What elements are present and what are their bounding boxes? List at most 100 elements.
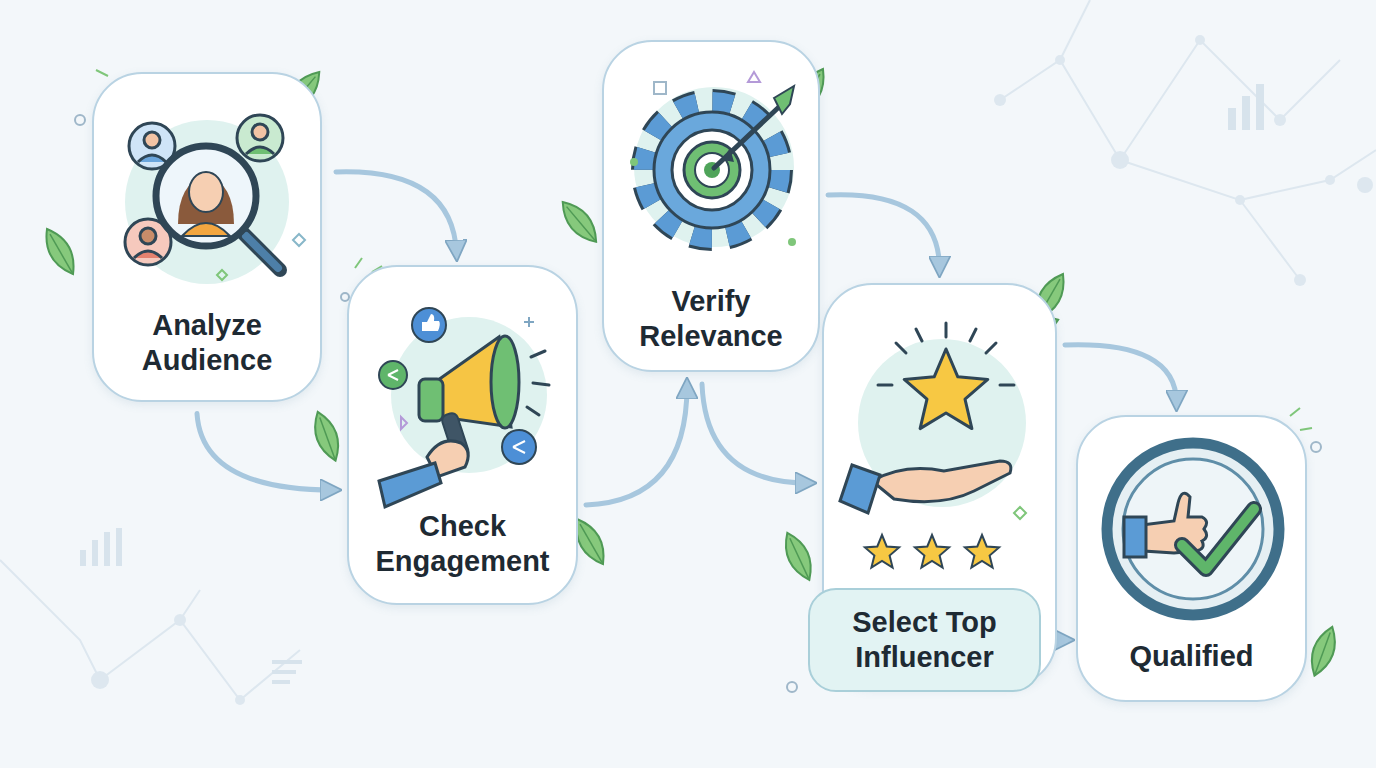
flow-arrow xyxy=(336,172,457,253)
decor-line xyxy=(714,106,780,168)
step-icon xyxy=(1078,417,1309,647)
step-label: Check Engagement xyxy=(359,509,566,579)
decor-circle xyxy=(1325,175,1335,185)
decor-path xyxy=(722,148,734,162)
decor-rect xyxy=(80,550,86,566)
step-icon xyxy=(824,285,1059,605)
decor-circle xyxy=(787,682,797,692)
decor-path xyxy=(748,72,760,82)
flow-arrow xyxy=(586,386,687,505)
flow-arrow xyxy=(1065,345,1177,403)
decor-circle xyxy=(994,94,1006,106)
flow-arrow xyxy=(702,384,808,483)
decor-line xyxy=(878,384,892,387)
decor-line xyxy=(388,370,398,375)
decor-circle xyxy=(75,115,85,125)
decor-polyline xyxy=(1182,509,1254,569)
decor-rect xyxy=(272,680,290,684)
decor-circle xyxy=(630,158,638,166)
decor-line xyxy=(945,323,948,337)
decor-path xyxy=(1305,623,1342,679)
decor-polygon xyxy=(965,535,999,568)
decor-g xyxy=(308,408,345,464)
decor-polygon xyxy=(865,535,899,568)
decor-circle xyxy=(788,238,796,246)
decor-g xyxy=(513,441,525,453)
decor-circle xyxy=(1123,459,1263,599)
step-label: Analyze Audience xyxy=(104,308,310,378)
decor-circle xyxy=(174,614,186,626)
decor-rect xyxy=(272,670,296,674)
decor-rect xyxy=(1124,517,1146,557)
decor-rect xyxy=(419,379,443,421)
decor-rect xyxy=(272,660,302,664)
decor-rect xyxy=(1228,108,1236,130)
decor-line xyxy=(1000,384,1014,387)
decor-circle xyxy=(1195,35,1205,45)
decor-circle xyxy=(140,228,156,244)
decor-circle xyxy=(235,695,245,705)
decor-circle xyxy=(237,115,283,161)
flow-arrow xyxy=(828,195,940,269)
decor-circle xyxy=(144,132,160,148)
decor-line xyxy=(246,236,278,268)
decor-polyline xyxy=(1182,509,1254,569)
step-box: Qualified xyxy=(1076,415,1307,702)
decor-path xyxy=(401,417,407,429)
decor-path xyxy=(1290,408,1312,430)
decor-path xyxy=(790,538,809,578)
decor-circle xyxy=(1274,114,1286,126)
decor-circle xyxy=(502,430,536,464)
decor-circle xyxy=(1311,442,1321,452)
decor-path xyxy=(379,463,441,507)
network-lines xyxy=(0,0,1376,700)
decor-polyline xyxy=(1240,150,1376,200)
decor-circle xyxy=(1107,443,1279,615)
decor-line xyxy=(513,441,525,447)
decor-g xyxy=(1305,623,1342,679)
decor-rect xyxy=(104,532,110,566)
decor-circle xyxy=(91,671,109,689)
step-box: Analyze Audience xyxy=(92,72,322,402)
decor-line xyxy=(986,343,996,353)
decor-path xyxy=(1014,507,1026,519)
decor-path xyxy=(217,270,227,280)
decor-path xyxy=(50,234,72,272)
decor-path xyxy=(580,524,602,562)
decor-g xyxy=(388,370,398,380)
decor-path xyxy=(567,207,595,241)
decor-rect xyxy=(92,540,98,566)
decor-g xyxy=(527,351,549,415)
decor-path xyxy=(872,461,1011,502)
step-label: Verify Relevance xyxy=(614,284,808,354)
decor-rect xyxy=(116,528,122,566)
decor-circle xyxy=(634,87,794,247)
card-box: Select Top Influencer xyxy=(822,283,1057,688)
decor-polygon xyxy=(904,349,988,429)
decor-path xyxy=(774,86,794,114)
sparkles xyxy=(75,70,1321,692)
decor-path xyxy=(840,465,880,513)
decor-polygon xyxy=(915,535,949,568)
decor-g xyxy=(878,323,1014,385)
decor-circle xyxy=(858,339,1026,507)
decor-path xyxy=(422,314,440,331)
decor-path xyxy=(96,70,108,76)
decor-circle xyxy=(1055,55,1065,65)
decor-circle xyxy=(1111,151,1129,169)
decor-path xyxy=(308,408,345,464)
decor-path xyxy=(1315,632,1330,673)
decor-path xyxy=(138,155,166,162)
decor-path xyxy=(778,529,818,585)
decor-line xyxy=(513,447,525,453)
decor-circle xyxy=(1235,195,1245,205)
decor-circle xyxy=(341,293,349,301)
decor-circle xyxy=(412,308,446,342)
decor-path xyxy=(524,317,534,327)
decor-line xyxy=(527,407,539,415)
decor-line xyxy=(970,329,976,341)
step-box: Check Engagement xyxy=(347,265,578,605)
decor-ellipse xyxy=(189,172,223,212)
flow-arrow xyxy=(197,414,333,490)
